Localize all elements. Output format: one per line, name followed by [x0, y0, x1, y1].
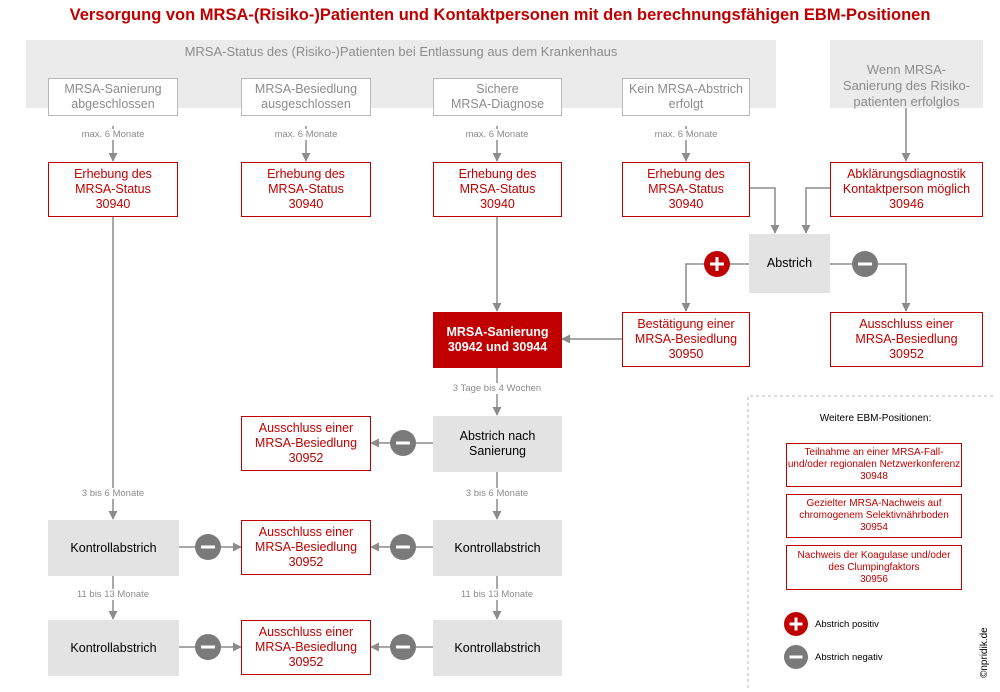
note-3-6-col3: 3 bis 6 Monate — [452, 488, 542, 499]
kontrollabstrich-col3-row1: Kontrollabstrich — [433, 520, 562, 576]
legend-positive-label: Abstrich positiv — [815, 619, 879, 630]
legend-ebm-30956: Nachweis der Koagulase und/oder des Clum… — [786, 545, 962, 590]
credit: ©npridik.de — [979, 627, 990, 678]
note-3-6-col1: 3 bis 6 Monate — [68, 488, 158, 499]
legend-title: Weitere EBM-Positionen: — [819, 413, 932, 424]
note-max6-col3: max. 6 Monate — [457, 129, 537, 140]
fail-band: Wenn MRSA- Sanierung des Risiko- patient… — [830, 40, 983, 109]
arrow-abstrich-bestaetigung — [681, 263, 749, 312]
status-besiedlung-ausgeschlossen: MRSA-Besiedlung ausgeschlossen — [241, 78, 371, 116]
abklaerungsdiagnostik: Abklärungsdiagnostik Kontaktperson mögli… — [830, 162, 983, 217]
legend-frame — [747, 395, 995, 688]
ausschluss-besiedlung-top: Ausschluss einer MRSA-Besiedlung 30952 — [830, 312, 983, 367]
arrow-abklaerung-abstrich — [801, 187, 830, 234]
status-sanierung-abgeschlossen: MRSA-Sanierung abgeschlossen — [48, 78, 178, 116]
erhebung-mrsa-status-col2: Erhebung des MRSA-Status 30940 — [241, 162, 371, 217]
page-title: Versorgung von MRSA-(Risiko-)Patienten u… — [69, 6, 931, 24]
fail-band-label: Wenn MRSA- Sanierung des Risiko- patient… — [842, 62, 971, 109]
abstrich-nach-sanierung: Abstrich nach Sanierung — [433, 416, 562, 472]
bestaetigung-besiedlung: Bestätigung einer MRSA-Besiedlung 30950 — [622, 312, 750, 367]
arrow-erhebung-abstrich — [749, 187, 780, 234]
erhebung-mrsa-status-col4: Erhebung des MRSA-Status 30940 — [622, 162, 750, 217]
kontrollabstrich-col3-row2: Kontrollabstrich — [433, 620, 562, 676]
arrow-abstrich-ausschluss — [830, 263, 911, 312]
legend-ebm-30948: Teilnahme an einer MRSA-Fall- und/oder r… — [786, 443, 962, 487]
note-max6-col4: max. 6 Monate — [646, 129, 726, 140]
legend-negative-label: Abstrich negativ — [815, 652, 883, 663]
kontrollabstrich-col1-row1: Kontrollabstrich — [48, 520, 179, 576]
abstrich: Abstrich — [749, 234, 830, 293]
note-3tage-4wochen: 3 Tage bis 4 Wochen — [437, 383, 557, 394]
erhebung-mrsa-status-col3: Erhebung des MRSA-Status 30940 — [433, 162, 562, 217]
status-kein-abstrich: Kein MRSA-Abstrich erfolgt — [622, 78, 750, 116]
status-band-label: MRSA-Status des (Risiko-)Patienten bei E… — [184, 44, 618, 59]
mrsa-sanierung: MRSA-Sanierung 30942 und 30944 — [433, 312, 562, 368]
kontrollabstrich-col1-row2: Kontrollabstrich — [48, 620, 179, 676]
note-max6-col1: max. 6 Monate — [73, 129, 153, 140]
legend-ebm-30954: Gezielter MRSA-Nachweis auf chromogenem … — [786, 494, 962, 538]
status-sichere-diagnose: Sichere MRSA-Diagnose — [433, 78, 562, 116]
note-max6-col2: max. 6 Monate — [266, 129, 346, 140]
ausschluss-besiedlung-row1: Ausschluss einer MRSA-Besiedlung 30952 — [241, 520, 371, 575]
note-11-13-col1: 11 bis 13 Monate — [63, 589, 163, 600]
erhebung-mrsa-status-col1: Erhebung des MRSA-Status 30940 — [48, 162, 178, 217]
note-11-13-col3: 11 bis 13 Monate — [447, 589, 547, 600]
ausschluss-besiedlung-nach-sanierung: Ausschluss einer MRSA-Besiedlung 30952 — [241, 416, 371, 471]
ausschluss-besiedlung-row2: Ausschluss einer MRSA-Besiedlung 30952 — [241, 620, 371, 675]
